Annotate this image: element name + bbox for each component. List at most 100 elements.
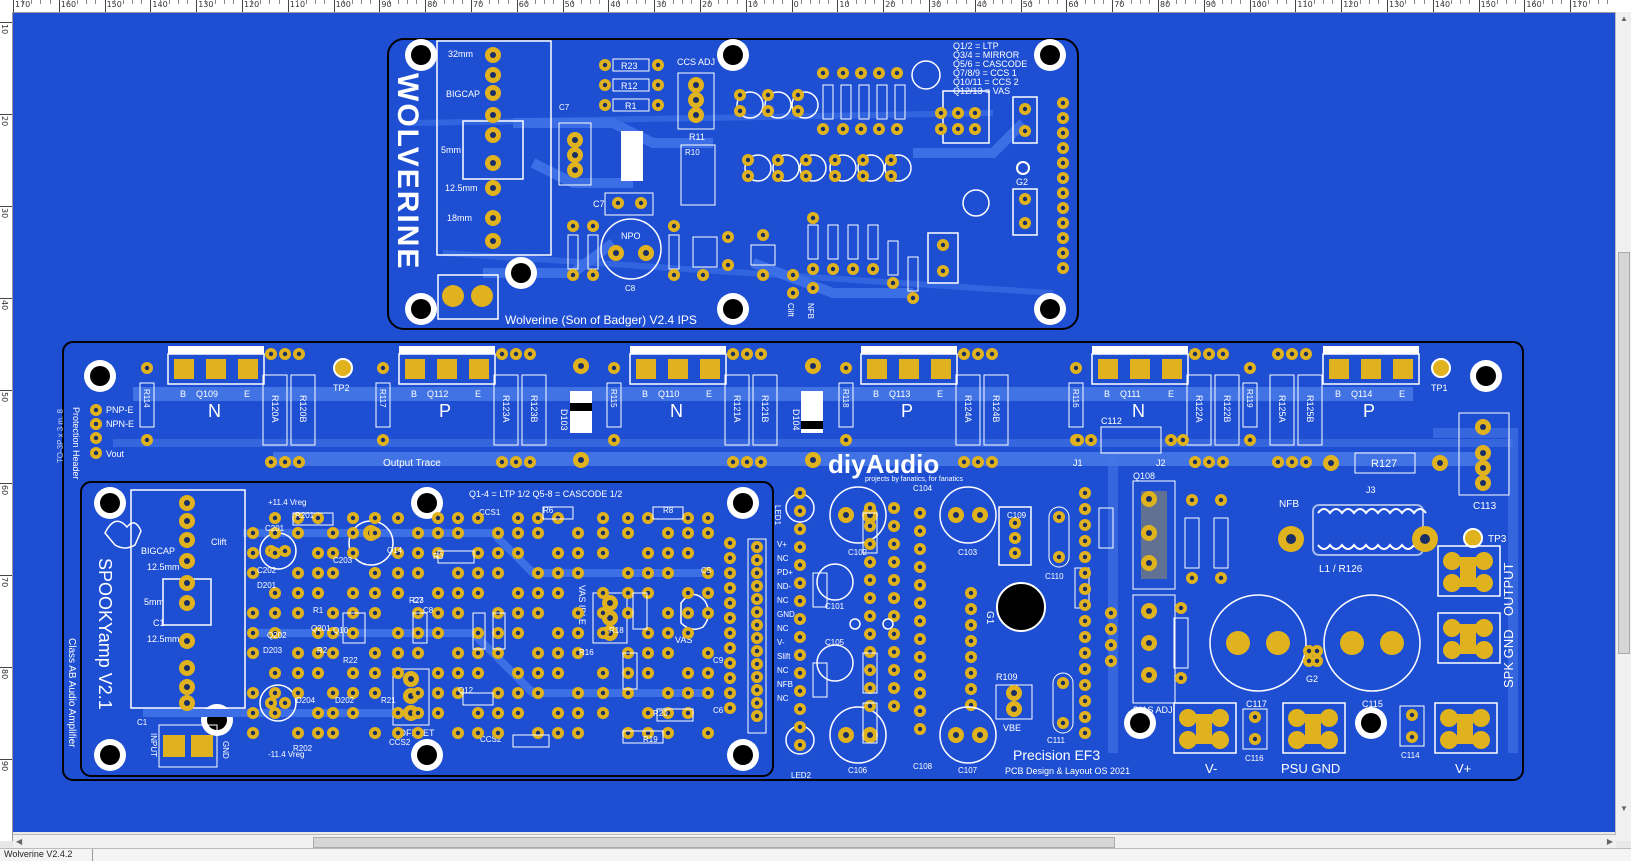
solder-pad (727, 456, 739, 468)
solder-pad (492, 627, 504, 639)
npo-label: NPO (621, 231, 641, 241)
led2-label: LED2 (791, 771, 812, 780)
scroll-down-icon[interactable]: ▼ (1620, 804, 1628, 813)
dc-offset-label: C7 (559, 103, 570, 112)
ruler-label: 40 (0, 300, 9, 311)
spooky-part-label: R6 (543, 506, 554, 515)
ruler-tick (700, 0, 701, 12)
terminal-pad (1475, 552, 1493, 570)
ruler-tick-minor (49, 0, 51, 4)
solder-pad (247, 547, 259, 559)
solder-pad (369, 687, 381, 699)
vertical-scroll-thumb[interactable] (1618, 252, 1630, 654)
scroll-up-icon[interactable]: ▲ (1620, 14, 1628, 23)
output-label: OUTPUT (1501, 563, 1516, 617)
solder-pad (412, 687, 424, 699)
solder-pad (751, 580, 763, 592)
horizontal-scrollbar[interactable]: ◀ ▶ (13, 834, 1616, 849)
terminal-bridge (1305, 714, 1321, 744)
resistor-label: R118 (841, 389, 850, 408)
resistor-label: R120B (298, 395, 308, 423)
transistor-pad (899, 359, 919, 379)
wolverine-brand: WOLVERINE (391, 73, 424, 270)
scroll-left-icon[interactable]: ◀ (16, 837, 23, 846)
solder-pad (972, 456, 984, 468)
solder-pad (327, 527, 339, 539)
vertical-scrollbar[interactable]: ▲ ▼ (1615, 12, 1631, 841)
solder-pad (327, 727, 339, 739)
pin-b-label: B (411, 389, 417, 399)
solder-pad (492, 687, 504, 699)
wolverine-board: WOLVERINE 32mm BIGCAP 5mm 12.5mm 18mm C7… (387, 38, 1079, 330)
solder-pad (552, 647, 564, 659)
solder-pad (682, 527, 694, 539)
ruler-tick-minor (855, 0, 857, 4)
solder-pad (247, 647, 259, 659)
terminal-block (1434, 702, 1498, 754)
ruler-tick (745, 0, 747, 12)
solder-pad (532, 607, 544, 619)
led1-label: LED1 (773, 505, 782, 526)
solder-pad (662, 527, 674, 539)
ruler-tick-minor (1487, 0, 1489, 4)
pin-b-label: B (1104, 389, 1110, 399)
solder-pad (1272, 348, 1284, 360)
ruler-label: 160 (60, 0, 77, 9)
ruler-tick-minor (819, 0, 821, 4)
pin-b-label: B (180, 389, 186, 399)
solder-pad (472, 727, 484, 739)
solder-pad (279, 456, 291, 468)
ruler-tick-minor (443, 0, 445, 4)
transistor-pad (206, 359, 226, 379)
solder-pad (141, 434, 153, 446)
v-plus-label: V+ (1455, 761, 1471, 776)
solder-pad (412, 567, 424, 579)
ruler-tick-minor (773, 0, 775, 4)
solder-pad (888, 646, 900, 658)
spooky-part-label: C6 (713, 706, 724, 715)
solder-pad (532, 687, 544, 699)
solder-pad (369, 647, 381, 659)
solder-pad (572, 567, 584, 579)
solder-pad (377, 362, 389, 374)
ruler-tick-minor (434, 0, 436, 4)
ruler-tick-minor (132, 0, 134, 4)
spooky-board: SPOOKYamp V2.1 Class AB Audio Amplifier … (66, 481, 774, 777)
solder-pad (552, 707, 564, 719)
ruler-tick-minor (672, 0, 674, 4)
ruler-tick-minor (361, 0, 363, 4)
ruler-tick-minor (1084, 0, 1086, 4)
solder-pad (965, 603, 977, 615)
scroll-right-icon[interactable]: ▶ (1606, 837, 1613, 846)
transistor-outline (860, 353, 958, 385)
terminal-pad (1320, 709, 1338, 727)
solder-pad (914, 525, 926, 537)
solder-pad (864, 646, 876, 658)
pcb-layout[interactable]: WOLVERINE 32mm BIGCAP 5mm 12.5mm 18mm C7… (13, 13, 1616, 832)
resistor-body (838, 382, 854, 428)
document-tab[interactable]: Wolverine V2.4.2 (4, 849, 73, 859)
ruler-tick-minor (626, 0, 628, 4)
transistor-name: Q113 (889, 389, 910, 399)
solder-pad (392, 512, 404, 524)
component-outline (292, 512, 334, 526)
transistor-pad (174, 359, 194, 379)
resistor-body (375, 382, 391, 428)
solder-pad (1105, 655, 1117, 667)
solder-pad (914, 615, 926, 627)
resistor-label: R125B (1305, 395, 1315, 423)
ruler-tick (150, 0, 152, 12)
solder-pad (452, 667, 464, 679)
horizontal-scroll-thumb[interactable] (313, 837, 1115, 848)
solder-pad (864, 610, 876, 622)
solder-pad (472, 707, 484, 719)
solder-pad (552, 567, 564, 579)
solder-pad (532, 647, 544, 659)
ruler-tick-minor (544, 0, 546, 4)
pcb-canvas[interactable]: WOLVERINE 32mm BIGCAP 5mm 12.5mm 18mm C7… (13, 13, 1616, 832)
resistor-label: R124A (963, 395, 973, 423)
solder-pad (965, 651, 977, 663)
solder-pad (888, 628, 900, 640)
component-outline (472, 612, 486, 650)
solder-pad (432, 687, 444, 699)
